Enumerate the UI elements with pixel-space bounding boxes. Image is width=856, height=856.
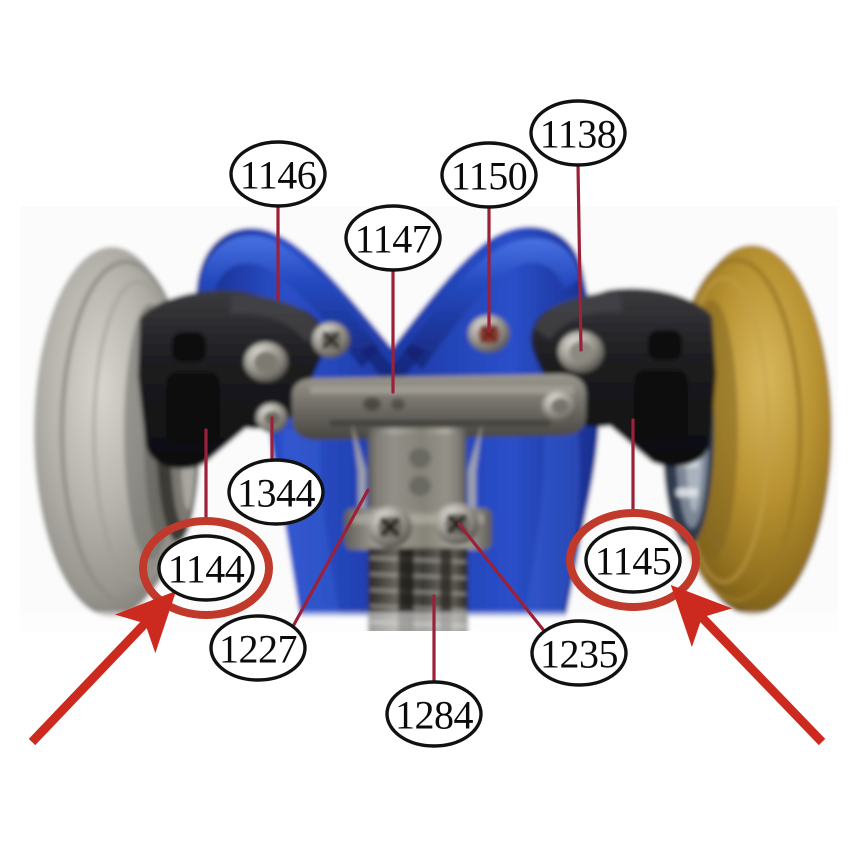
callout-bubble <box>229 140 327 208</box>
callout-bubble <box>227 458 325 526</box>
arrow-left <box>28 590 177 746</box>
callout-1227[interactable]: 1227 <box>209 614 307 682</box>
callout-label: 1227 <box>219 627 297 672</box>
center-link-bar <box>292 374 586 440</box>
callout-bubble <box>344 204 442 272</box>
callout-label: 1150 <box>451 154 528 199</box>
callout-1147[interactable]: 1147 <box>344 204 442 272</box>
highlight-ring-1144 <box>139 517 273 619</box>
callout-label: 1344 <box>237 471 316 516</box>
highlight-rings <box>139 509 700 619</box>
callout-bubble <box>157 534 255 602</box>
callout-1284[interactable]: 1284 <box>385 680 483 748</box>
callout-label: 1144 <box>168 547 245 592</box>
callout-1144[interactable]: 1144 <box>157 534 255 602</box>
callout-1145[interactable]: 1145 <box>584 526 682 594</box>
callout-label: 1145 <box>595 539 672 584</box>
leader-lines <box>204 163 635 684</box>
callout-bubble <box>584 526 682 594</box>
callout-1138[interactable]: 1138 <box>529 99 627 167</box>
callout-bubble <box>530 619 628 687</box>
callout-bubble <box>385 680 483 748</box>
leader-line-1138 <box>576 163 583 352</box>
callout-bubble <box>529 99 627 167</box>
callout-1344[interactable]: 1344 <box>227 458 325 526</box>
callout-1146[interactable]: 1146 <box>229 140 327 208</box>
callout-label: 1138 <box>540 112 617 157</box>
highlight-arrows <box>28 584 826 746</box>
callout-bubbles: 1146 1147 1150 1138 1344 1144 1145 1227 1235 1284 <box>157 99 682 748</box>
callout-1150[interactable]: 1150 <box>440 141 538 209</box>
callout-label: 1147 <box>355 217 432 262</box>
callout-bubble <box>209 614 307 682</box>
callout-bubble <box>440 141 538 209</box>
callout-label: 1235 <box>540 632 618 677</box>
arrow-right <box>670 584 826 746</box>
callout-label: 1284 <box>395 693 474 738</box>
fasteners <box>244 315 604 548</box>
callout-1235[interactable]: 1235 <box>530 619 628 687</box>
leader-line-1235 <box>457 522 547 634</box>
leader-line-1227 <box>289 488 370 632</box>
callout-label: 1146 <box>240 153 317 198</box>
highlight-ring-1145 <box>566 509 700 611</box>
